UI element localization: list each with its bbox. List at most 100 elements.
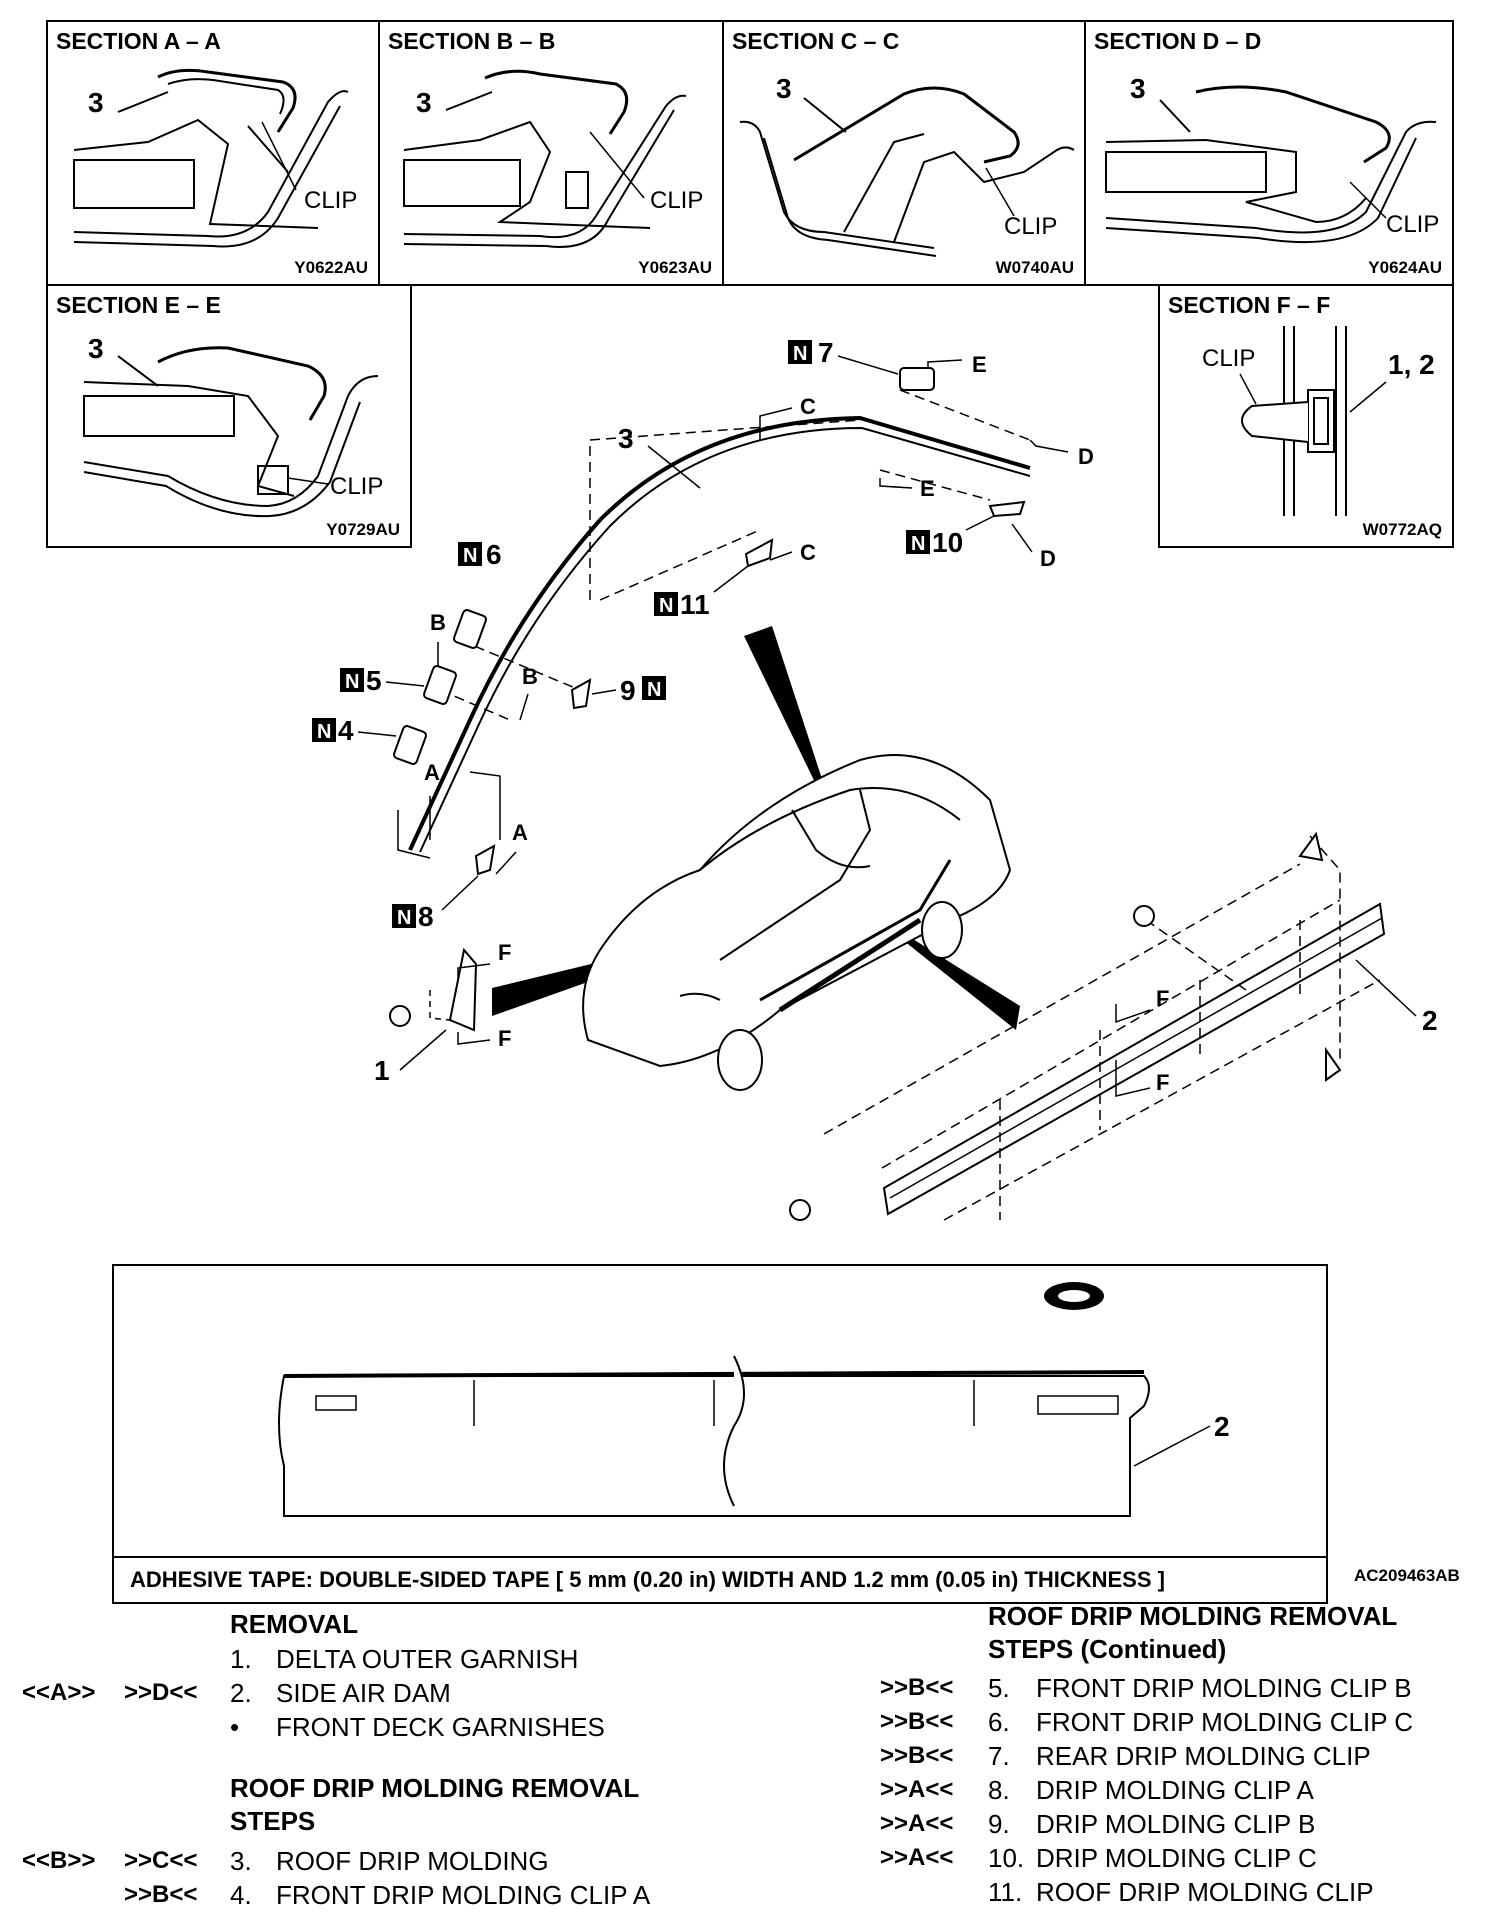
section-e-panel: SECTION E – E Y0729AU 3 CLIP bbox=[46, 284, 412, 548]
n-badge: N bbox=[317, 721, 331, 743]
callout-11: 11 bbox=[680, 589, 710, 620]
section-d-drawing: 3 CLIP bbox=[1105, 73, 1439, 243]
section-f-panel: SECTION F – F W0772AQ CLIP 1, 2 bbox=[1158, 284, 1454, 548]
part-label: 3 bbox=[88, 87, 104, 118]
item-text: SIDE AIR DAM bbox=[276, 1678, 451, 1708]
tape-panel: 2 ADHESIVE TAPE: DOUBLE-SIDED TAPE [ 5 m… bbox=[112, 1264, 1328, 1604]
callout-8: 8 bbox=[418, 901, 434, 932]
section-title: SECTION B – B bbox=[388, 28, 556, 54]
roof-heading-2: STEPS bbox=[230, 1806, 316, 1836]
section-title: SECTION A – A bbox=[56, 28, 221, 54]
callout-4: 4 bbox=[338, 715, 354, 746]
part-label: 3 bbox=[88, 333, 104, 364]
ref1: <<B>> bbox=[22, 1847, 96, 1874]
tape-caption: ADHESIVE TAPE: DOUBLE-SIDED TAPE [ 5 mm … bbox=[114, 1556, 1326, 1602]
marker-c-bottom: C bbox=[800, 540, 816, 565]
marker-c-top: C bbox=[800, 394, 816, 419]
item-text: FRONT DRIP MOLDING CLIP C bbox=[1036, 1707, 1414, 1737]
n-badge: N bbox=[659, 595, 673, 617]
roof-cont-heading-1: ROOF DRIP MOLDING REMOVAL bbox=[988, 1601, 1398, 1631]
marker-f-top: F bbox=[498, 940, 511, 965]
ref: >>A<< bbox=[880, 1810, 954, 1837]
item-num: 7. bbox=[988, 1741, 1010, 1771]
clip-label: CLIP bbox=[1386, 211, 1439, 238]
item-num: 10. bbox=[988, 1843, 1025, 1873]
section-d-panel: SECTION D – D Y0624AU 3 CLIP bbox=[1084, 20, 1454, 286]
marker-e-bottom: E bbox=[920, 476, 935, 501]
section-code: W0740AU bbox=[995, 258, 1074, 277]
section-code: W0772AQ bbox=[1362, 520, 1442, 539]
part-label: 3 bbox=[416, 87, 432, 118]
marker-a-bottom: A bbox=[512, 820, 528, 845]
roof-cont-heading-2: STEPS (Continued) bbox=[988, 1634, 1227, 1664]
item-num: • bbox=[230, 1712, 240, 1742]
section-e-drawing: 3 CLIP bbox=[83, 333, 383, 518]
callout-1: 1 bbox=[374, 1055, 390, 1086]
part-label: 3 bbox=[776, 73, 792, 104]
section-a-drawing: 3 CLIP bbox=[73, 68, 357, 248]
marker-f-side-top: F bbox=[1156, 986, 1169, 1011]
item-num: 9. bbox=[988, 1809, 1010, 1839]
item-num: 6. bbox=[988, 1707, 1010, 1737]
ref2: >>D<< bbox=[124, 1679, 198, 1706]
callout-9: 9 bbox=[620, 675, 636, 706]
clip-label: CLIP bbox=[650, 187, 703, 214]
section-code: Y0729AU bbox=[326, 520, 400, 539]
marker-e-top: E bbox=[972, 352, 987, 377]
item-text: FRONT DECK GARNISHES bbox=[276, 1712, 605, 1742]
item-text: DRIP MOLDING CLIP B bbox=[1036, 1809, 1316, 1839]
callout-3: 3 bbox=[618, 423, 634, 454]
ref1: <<A>> bbox=[22, 1679, 96, 1706]
section-title: SECTION F – F bbox=[1168, 292, 1331, 318]
ref: >>B<< bbox=[880, 1674, 954, 1701]
item-num: 8. bbox=[988, 1775, 1010, 1805]
removal-heading: REMOVAL bbox=[230, 1609, 359, 1639]
item-text: ROOF DRIP MOLDING CLIP bbox=[1036, 1877, 1374, 1907]
section-title: SECTION C – C bbox=[732, 28, 900, 54]
section-c-panel: SECTION C – C W0740AU 3 CLIP bbox=[722, 20, 1086, 286]
ref: >>B<< bbox=[880, 1742, 954, 1769]
item-num: 3. bbox=[230, 1846, 252, 1876]
n-badge: N bbox=[793, 343, 807, 365]
callout-6: 6 bbox=[486, 539, 502, 570]
ref2: >>C<< bbox=[124, 1847, 198, 1874]
n-badge: N bbox=[647, 679, 661, 701]
callout-7: 7 bbox=[818, 337, 834, 368]
ref: >>B<< bbox=[880, 1708, 954, 1735]
item-text: DRIP MOLDING CLIP A bbox=[1036, 1775, 1314, 1805]
clip-label: CLIP bbox=[304, 187, 357, 214]
tape-drawing: 2 bbox=[278, 1282, 1230, 1517]
n-badge: N bbox=[345, 671, 359, 693]
callout-5: 5 bbox=[366, 665, 382, 696]
clip-label: CLIP bbox=[330, 473, 383, 500]
clip-label: CLIP bbox=[1202, 345, 1255, 372]
marker-d-bottom: D bbox=[1040, 546, 1056, 571]
section-b-panel: SECTION B – B Y0623AU 3 CLIP bbox=[378, 20, 724, 286]
marker-d-top: D bbox=[1078, 444, 1094, 469]
marker-b-bottom: B bbox=[522, 664, 538, 689]
item-text: FRONT DRIP MOLDING CLIP A bbox=[276, 1880, 651, 1910]
item-text: REAR DRIP MOLDING CLIP bbox=[1036, 1741, 1371, 1771]
figure-id: AC209463AB bbox=[1354, 1566, 1460, 1585]
item-text: ROOF DRIP MOLDING bbox=[276, 1846, 549, 1876]
exploded-view-drawing: 3 C E E D D C B B A A N 6 N 5 N 4 N 7 N … bbox=[312, 337, 1438, 1221]
section-title: SECTION D – D bbox=[1094, 28, 1262, 54]
clip-label: CLIP bbox=[1004, 213, 1057, 240]
ref: >>A<< bbox=[880, 1844, 954, 1871]
part-label: 1, 2 bbox=[1388, 349, 1435, 380]
section-c-drawing: 3 CLIP bbox=[739, 73, 1075, 257]
section-a-panel: SECTION A – A Y0622AU 3 CLIP bbox=[46, 20, 380, 286]
section-code: Y0624AU bbox=[1368, 258, 1442, 277]
callout-10: 10 bbox=[932, 527, 963, 558]
item-text: DRIP MOLDING CLIP C bbox=[1036, 1843, 1317, 1873]
marker-f-bottom: F bbox=[498, 1026, 511, 1051]
marker-b-top: B bbox=[430, 610, 446, 635]
item-num: 2. bbox=[230, 1678, 252, 1708]
tape-part-label: 2 bbox=[1214, 1411, 1230, 1442]
roof-heading-1: ROOF DRIP MOLDING REMOVAL bbox=[230, 1773, 640, 1803]
n-badge: N bbox=[463, 545, 477, 567]
ref: >>A<< bbox=[880, 1776, 954, 1803]
section-code: Y0623AU bbox=[638, 258, 712, 277]
ref2: >>B<< bbox=[124, 1881, 198, 1908]
section-f-drawing: CLIP 1, 2 bbox=[1202, 326, 1435, 516]
